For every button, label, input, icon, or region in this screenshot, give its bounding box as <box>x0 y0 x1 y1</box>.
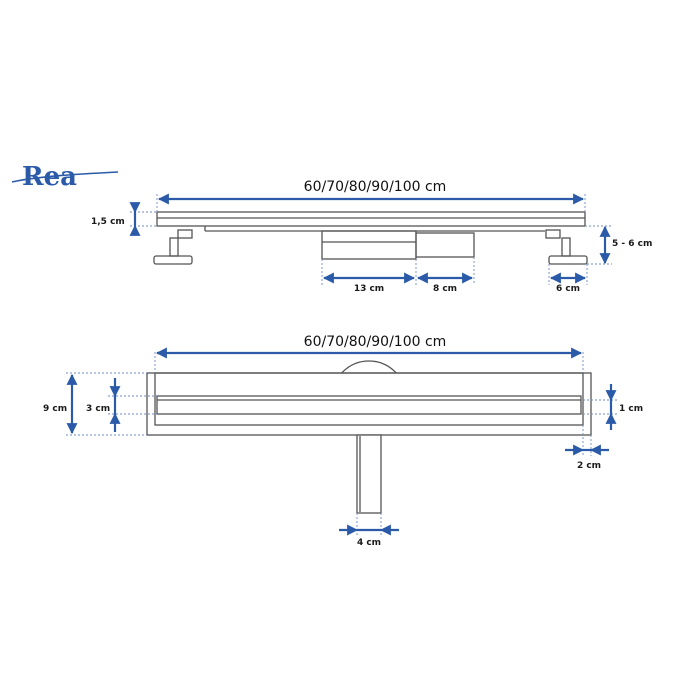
cover-thickness-label: 1,5 cm <box>91 217 125 227</box>
rea-logo: Rea <box>11 162 119 192</box>
outer-frame <box>146 372 592 436</box>
outlet-pipe <box>356 434 382 514</box>
outlet-width-label: 8 cm <box>433 284 457 294</box>
right-foot <box>545 229 588 265</box>
slot-width-label: 3 cm <box>86 404 110 414</box>
foot-height-label: 5 - 6 cm <box>612 239 652 249</box>
top-view: 60/70/80/90/100 cm 9 cm 3 cm 1 cm 2 cm <box>43 334 643 548</box>
inner-channel <box>154 372 584 426</box>
pipe-diameter-label: 4 cm <box>357 538 381 548</box>
flange-label: 2 cm <box>577 461 601 471</box>
logo-swoosh <box>11 171 119 183</box>
drain-outlet <box>415 232 475 258</box>
foot-width-label: 6 cm <box>556 284 580 294</box>
top-length-label: 60/70/80/90/100 cm <box>304 334 447 350</box>
drain-slot <box>156 395 582 415</box>
drain-body <box>321 230 417 260</box>
total-width-label: 9 cm <box>43 404 67 414</box>
cover-plate <box>156 211 586 227</box>
left-foot <box>153 229 193 265</box>
side-length-label: 60/70/80/90/100 cm <box>304 179 447 195</box>
drain-width-label: 13 cm <box>354 284 384 294</box>
edge-label: 1 cm <box>619 404 643 414</box>
side-view: 60/70/80/90/100 cm 1,5 cm 5 - 6 cm 13 cm… <box>91 179 652 294</box>
